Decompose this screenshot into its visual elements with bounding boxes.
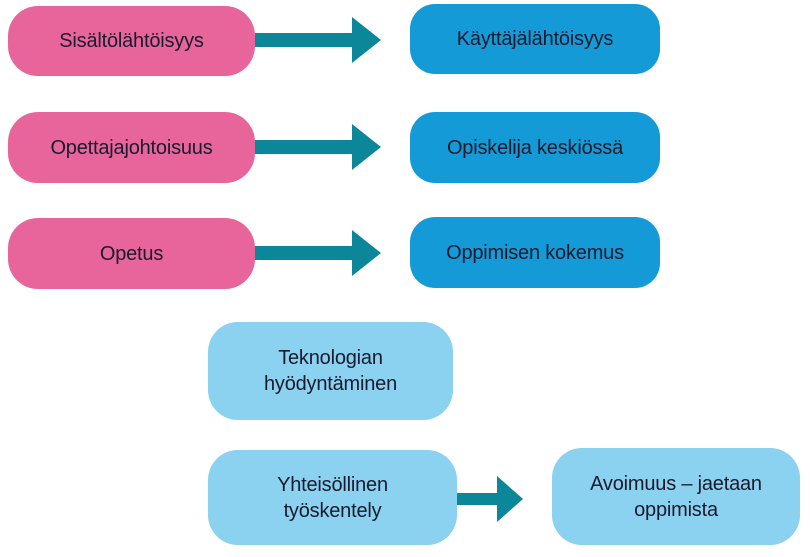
box-label: Sisältölähtöisyys — [59, 30, 204, 52]
box-label: Käyttäjälähtöisyys — [456, 28, 614, 50]
box-label: Yhteisöllinen työskentely — [277, 473, 388, 522]
right-arrow-icon — [255, 17, 381, 63]
box-new-paradigm-row2: Opiskelija keskiössä — [410, 112, 660, 183]
box-old-paradigm-row2: Opettajajohtoisuus — [8, 112, 255, 183]
box-label: Opiskelija keskiössä — [446, 136, 624, 159]
box-label: Opettajajohtoisuus — [50, 136, 213, 159]
right-arrow-icon — [457, 476, 523, 522]
box-label: Oppimisen kokemus — [446, 241, 624, 264]
box-new-paradigm-row1: Käyttäjälähtöisyys — [410, 4, 660, 74]
right-arrow-icon — [255, 230, 381, 276]
box-new-paradigm-row3: Oppimisen kokemus — [410, 217, 660, 288]
box-old-paradigm-row3: Opetus — [8, 218, 255, 289]
box-openness: Avoimuus – jaetaan oppimista — [552, 448, 800, 545]
box-technology: Teknologian hyödyntäminen — [208, 322, 453, 420]
box-label: Teknologian hyödyntäminen — [263, 347, 398, 395]
box-old-paradigm-row1: Sisältölähtöisyys — [8, 6, 255, 76]
box-label: Avoimuus – jaetaan oppimista — [590, 472, 762, 521]
right-arrow-icon — [255, 124, 381, 170]
box-collaboration: Yhteisöllinen työskentely — [208, 450, 457, 545]
box-label: Opetus — [99, 242, 164, 265]
